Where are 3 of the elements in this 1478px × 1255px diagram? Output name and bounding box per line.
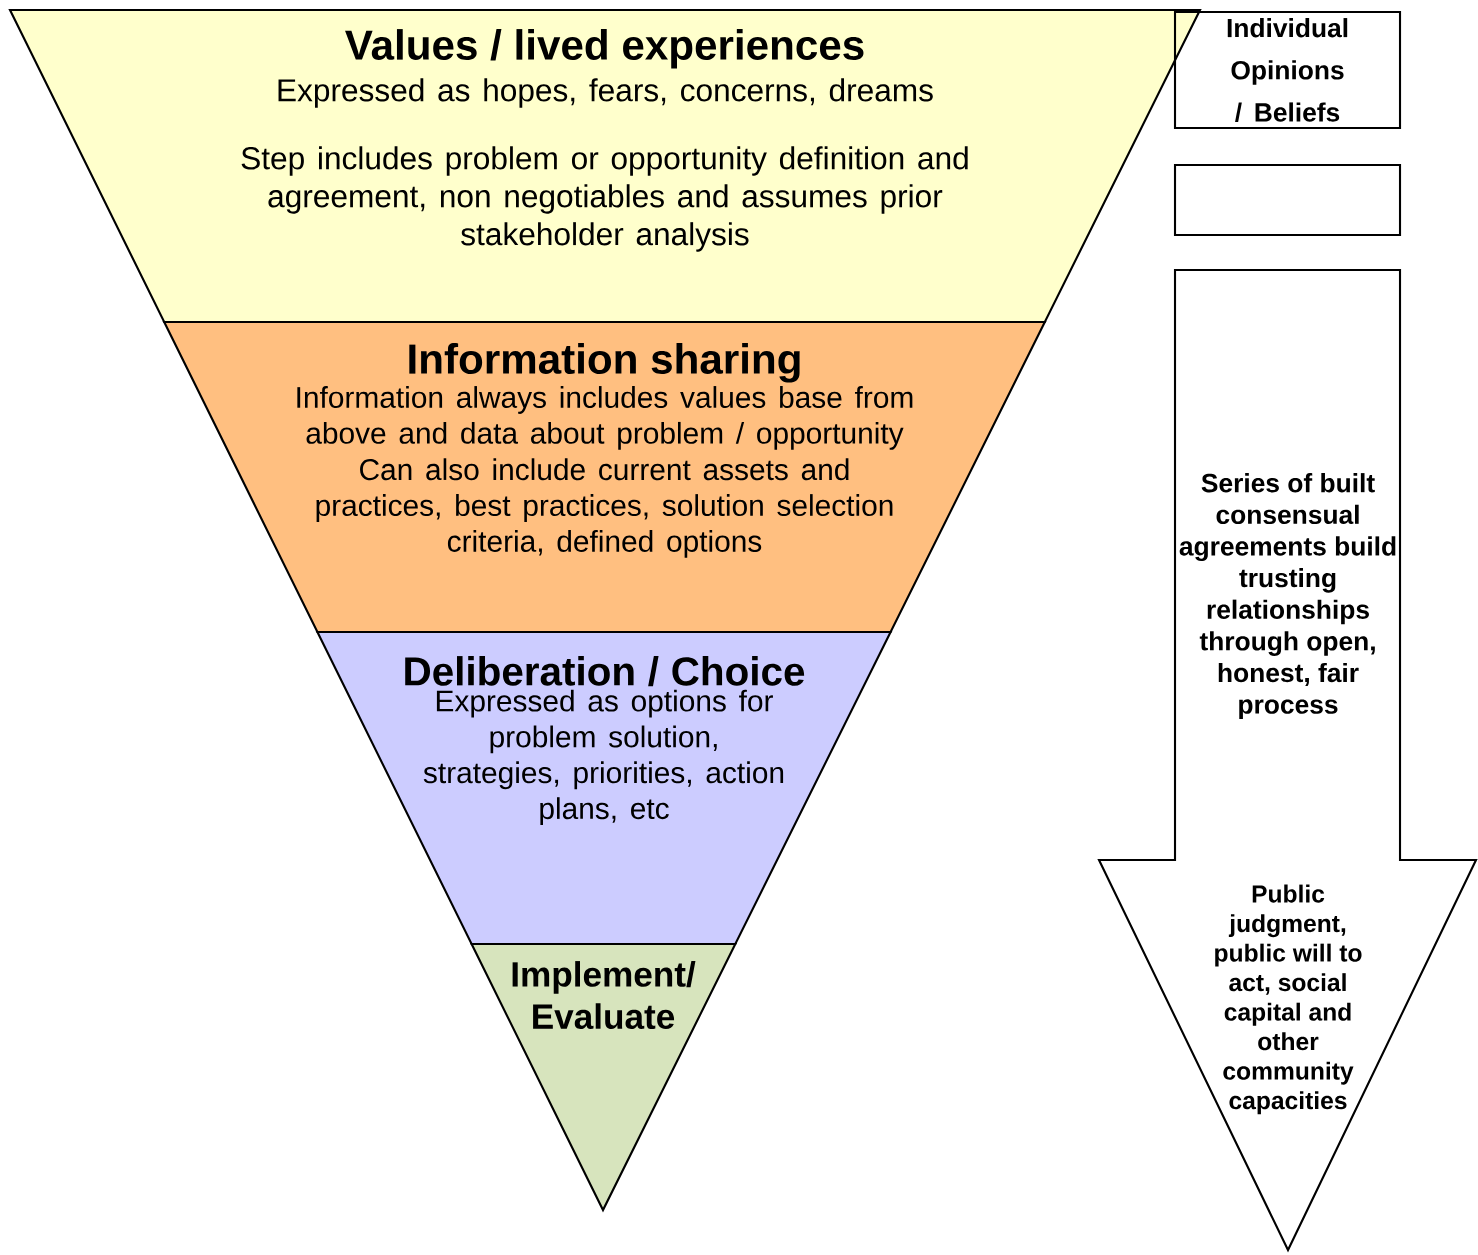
empty-box [1173, 163, 1402, 237]
funnel-band: Values / lived experiences Expressed as hopes, fears, concerns, dreams Step includes problem or opportunity definition and agreement, non negotiables and assumes prior stakeholder analysis [8, 8, 1202, 324]
label-box: Individual Opinions / Beliefs [1173, 10, 1402, 130]
